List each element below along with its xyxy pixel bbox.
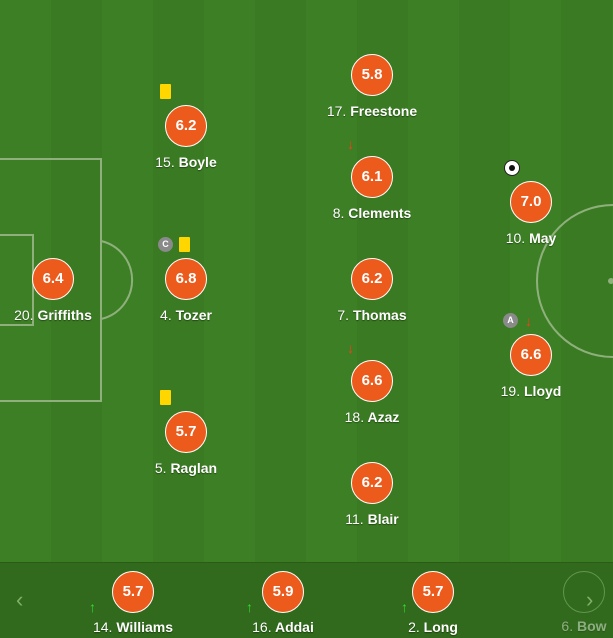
player-name: 16. Addai [252,619,314,635]
player-name: 20. Griffiths [14,307,92,323]
sub-on-arrow-icon: ↑ [246,599,253,615]
sub-on-arrow-icon: ↑ [401,599,408,615]
sub-on-arrow-icon: ↑ [89,599,96,615]
pitch-lines [0,158,613,402]
rating-badge: 6.8 [165,258,207,300]
sub-off-arrow-icon: ↓ [525,313,532,329]
player-name: 7. Thomas [337,307,407,323]
prev-arrow-icon[interactable]: ‹ [16,587,24,612]
player-name: 6. Bow [561,618,607,634]
rating-badge: 6.1 [351,156,393,198]
yellow-card-icon [160,390,171,405]
sub-off-arrow-icon: ↓ [347,136,354,152]
rating-badge: 5.7 [412,571,454,613]
yellow-card-icon [160,84,171,99]
rating-badge: 5.9 [262,571,304,613]
player-name: 18. Azaz [344,409,400,425]
next-arrow-icon[interactable]: › [586,587,594,612]
assist-badge: A [503,313,518,328]
player-name: 4. Tozer [160,307,212,323]
sub-off-arrow-icon: ↓ [347,340,354,356]
rating-badge: 6.2 [351,258,393,300]
captain-badge: C [158,237,173,252]
rating-badge: 5.7 [165,411,207,453]
player-name: 5. Raglan [154,460,218,476]
player-name: 2. Long [408,619,458,635]
rating-badge: 5.7 [112,571,154,613]
player-name: 19. Lloyd [500,383,562,399]
yellow-card-icon [179,237,190,252]
player-name: 15. Boyle [155,154,217,170]
player-name: 8. Clements [332,205,412,221]
pitch: 6.4 20. Griffiths 6.2 15. Boyle C 6.8 4.… [0,0,613,562]
player-name: 14. Williams [92,619,174,635]
substitutes-bar: ‹ ↑ 5.7 14. Williams ↑ 5.9 16. Addai ↑ 5… [0,562,613,638]
rating-placeholder [563,571,605,613]
player-name: 17. Freestone [326,103,418,119]
player-name: 10. May [505,230,557,246]
rating-badge: 6.2 [351,462,393,504]
player-name: 11. Blair [345,511,399,527]
rating-badge: 5.8 [351,54,393,96]
rating-badge: 6.2 [165,105,207,147]
rating-badge: 6.6 [510,334,552,376]
rating-badge: 7.0 [510,181,552,223]
rating-badge: 6.6 [351,360,393,402]
football-icon [504,160,520,176]
rating-badge: 6.4 [32,258,74,300]
